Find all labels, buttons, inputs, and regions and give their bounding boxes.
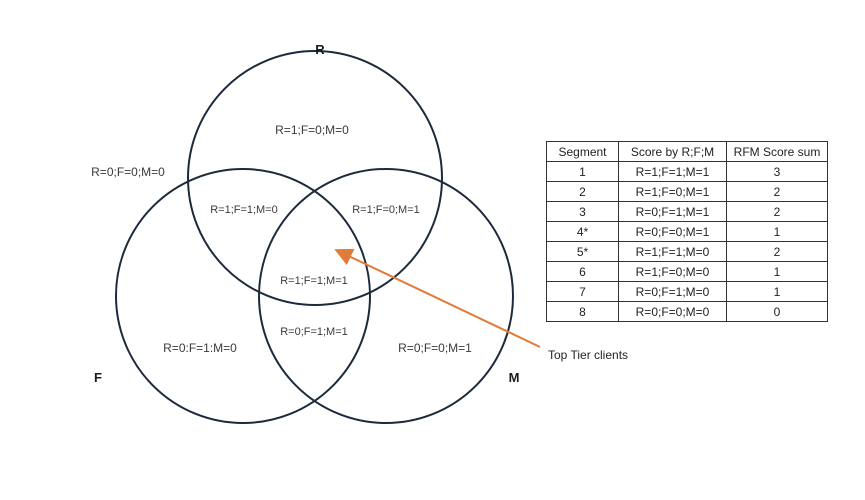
table-cell: 1 — [726, 261, 828, 282]
table-cell: 2 — [726, 181, 828, 202]
table-cell: 2 — [546, 181, 619, 202]
table-cell: 2 — [726, 241, 828, 262]
table-cell: 8 — [546, 301, 619, 322]
table-cell: 0 — [726, 301, 828, 322]
region-outside: R=0;F=0;M=0 — [91, 165, 165, 179]
region-f-only: R=0:F=1:M=0 — [163, 341, 237, 355]
table-cell: R=0;F=1;M=0 — [618, 281, 727, 302]
column-header: Segment — [546, 141, 619, 162]
table-cell: 3 — [726, 161, 828, 182]
table-row: 3 R=0;F=1;M=1 2 — [546, 201, 828, 222]
table-cell: R=1;F=0;M=0 — [618, 261, 727, 282]
table-row: 1 R=1;F=1;M=1 3 — [546, 161, 828, 182]
set-label-m: M — [509, 370, 520, 385]
table-row: 8 R=0;F=0;M=0 0 — [546, 301, 828, 322]
circle-f — [115, 168, 371, 424]
table-cell: R=1;F=0;M=1 — [618, 181, 727, 202]
set-label-f: F — [94, 370, 102, 385]
table-cell: 2 — [726, 201, 828, 222]
table-cell: 1 — [546, 161, 619, 182]
annotation-arrow — [334, 248, 541, 348]
region-rm: R=1;F=0;M=1 — [352, 204, 420, 216]
region-rf: R=1;F=1;M=0 — [210, 204, 278, 216]
table-cell: 5* — [546, 241, 619, 262]
table-row: 7 R=0;F=1;M=0 1 — [546, 281, 828, 302]
rfm-segment-table: Segment Score by R;F;M RFM Score sum 1 R… — [546, 141, 828, 322]
region-r-only: R=1;F=0;M=0 — [275, 123, 349, 137]
table-cell: 1 — [726, 281, 828, 302]
table-cell: R=1;F=1;M=1 — [618, 161, 727, 182]
set-label-r: R — [315, 42, 325, 57]
table-row: 2 R=1;F=0;M=1 2 — [546, 181, 828, 202]
table-cell: 4* — [546, 221, 619, 242]
table-cell: R=0;F=1;M=1 — [618, 201, 727, 222]
region-rfm: R=1;F=1;M=1 — [280, 275, 348, 287]
table-header-row: Segment Score by R;F;M RFM Score sum — [546, 141, 828, 162]
table-row: 4* R=0;F=0;M=1 1 — [546, 221, 828, 242]
table-cell: 6 — [546, 261, 619, 282]
table-cell: 3 — [546, 201, 619, 222]
region-m-only: R=0;F=0;M=1 — [398, 341, 472, 355]
circle-r — [187, 50, 443, 306]
table-row: 5* R=1;F=1;M=0 2 — [546, 241, 828, 262]
column-header: Score by R;F;M — [618, 141, 727, 162]
table-cell: 7 — [546, 281, 619, 302]
column-header: RFM Score sum — [726, 141, 828, 162]
table-cell: R=1;F=1;M=0 — [618, 241, 727, 262]
circle-m — [258, 168, 514, 424]
table-cell: R=0;F=0;M=1 — [618, 221, 727, 242]
table-cell: 1 — [726, 221, 828, 242]
region-fm: R=0;F=1;M=1 — [280, 326, 348, 338]
table-cell: R=0;F=0;M=0 — [618, 301, 727, 322]
table-row: 6 R=1;F=0;M=0 1 — [546, 261, 828, 282]
annotation-label: Top Tier clients — [548, 348, 628, 362]
